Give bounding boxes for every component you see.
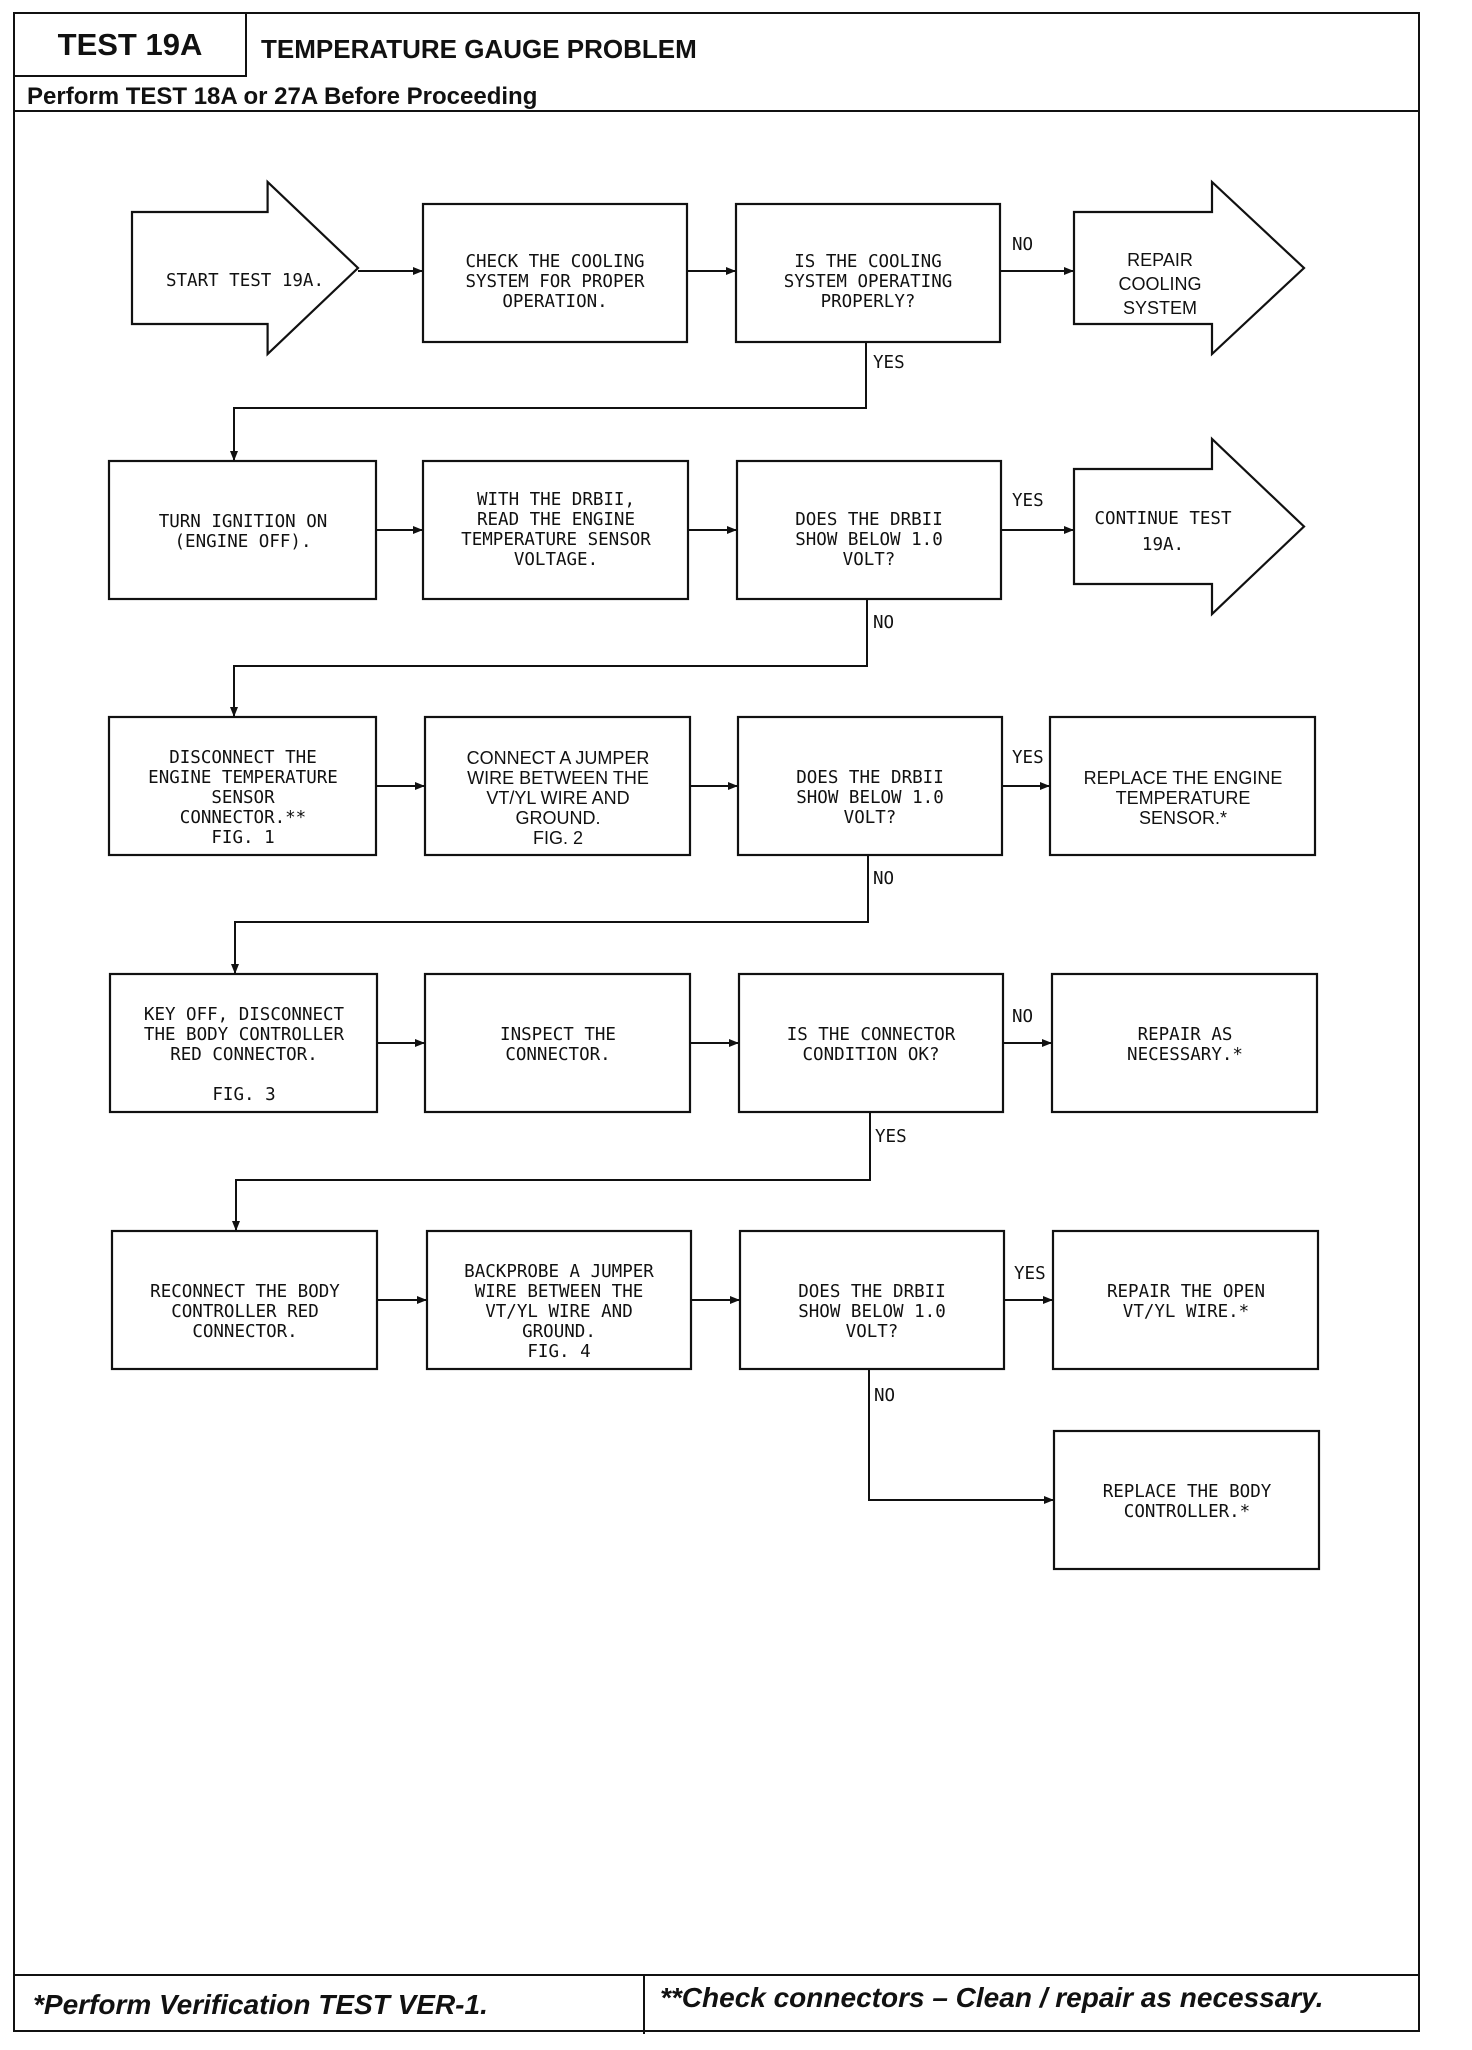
- node-text-inspect_connector: CONNECTOR.: [505, 1045, 610, 1065]
- node-text-replace_controller: CONTROLLER.*: [1124, 1502, 1250, 1522]
- node-text-repair_open: VT/YL WIRE.*: [1123, 1302, 1249, 1322]
- node-text-disconnect_sensor: DISCONNECT THE: [169, 748, 317, 768]
- node-text-q_cooling: PROPERLY?: [821, 292, 916, 312]
- node-text-jumper_ground: FIG. 2: [533, 828, 583, 848]
- branch-label-yes: YES: [1012, 748, 1044, 768]
- node-box-q_cooling: [734, 202, 1002, 344]
- node-text-q_below_2: VOLT?: [844, 808, 897, 828]
- branch-label-no: NO: [873, 613, 894, 633]
- footer-connector-note: **Check connectors – Clean / repair as n…: [660, 1982, 1324, 2013]
- node-text-disconnect_sensor: ENGINE TEMPERATURE: [148, 768, 338, 788]
- node-text-q_cooling: SYSTEM OPERATING: [784, 272, 953, 292]
- node-text-read_voltage: TEMPERATURE SENSOR: [461, 530, 651, 550]
- node-text-jumper_ground: CONNECT A JUMPER: [467, 748, 650, 768]
- node-text-key_off: THE BODY CONTROLLER: [144, 1025, 345, 1045]
- node-text-jumper_ground: VT/YL WIRE AND: [486, 788, 629, 808]
- connector-19: [868, 1369, 1054, 1504]
- node-text-read_voltage: WITH THE DRBII,: [477, 490, 635, 510]
- node-text-q_below_2: SHOW BELOW 1.0: [796, 788, 944, 808]
- node-text-backprobe: WIRE BETWEEN THE: [475, 1282, 644, 1302]
- node-text-backprobe: FIG. 4: [527, 1342, 590, 1362]
- node-text-repair_cooling: SYSTEM: [1123, 298, 1197, 318]
- node-text-disconnect_sensor: CONNECTOR.**: [180, 808, 306, 828]
- node-arrow-start: [130, 179, 360, 357]
- node-text-replace_sensor: TEMPERATURE: [1116, 788, 1251, 808]
- footer-column-divider: [643, 1974, 645, 2034]
- branch-label-yes: YES: [1012, 491, 1044, 511]
- branch-label-yes: YES: [873, 353, 905, 373]
- node-text-inspect_connector: INSPECT THE: [500, 1025, 616, 1045]
- branch-label-no: NO: [873, 869, 894, 889]
- node-text-q_cooling: IS THE COOLING: [794, 252, 942, 272]
- node-text-q_below_1: VOLT?: [843, 550, 896, 570]
- footer-divider: [15, 1974, 1418, 1976]
- node-text-start: START TEST 19A.: [166, 271, 324, 291]
- connector-11: [231, 855, 869, 974]
- node-text-reconnect: CONTROLLER RED: [171, 1302, 319, 1322]
- node-text-jumper_ground: GROUND.: [516, 808, 601, 828]
- node-text-check_cooling: OPERATION.: [502, 292, 607, 312]
- node-arrow-repair_cooling: [1072, 179, 1306, 357]
- test-id-cell: TEST 19A: [15, 14, 247, 77]
- node-text-replace_sensor: SENSOR.*: [1139, 808, 1227, 828]
- branch-label-yes: YES: [1014, 1264, 1046, 1284]
- node-text-repair_as_needed: NECESSARY.*: [1127, 1045, 1243, 1065]
- node-arrow-continue_test: [1072, 436, 1306, 617]
- page-frame: TEST 19A TEMPERATURE GAUGE PROBLEM Perfo…: [13, 12, 1420, 2034]
- node-text-read_voltage: VOLTAGE.: [514, 550, 598, 570]
- node-text-repair_cooling: REPAIR: [1127, 250, 1193, 270]
- node-text-jumper_ground: WIRE BETWEEN THE: [467, 768, 649, 788]
- node-text-check_cooling: SYSTEM FOR PROPER: [465, 272, 645, 292]
- node-text-q_below_3: SHOW BELOW 1.0: [798, 1302, 946, 1322]
- node-text-q_below_3: DOES THE DRBII: [798, 1282, 946, 1302]
- branch-label-no: NO: [1012, 235, 1033, 255]
- node-text-replace_sensor: REPLACE THE ENGINE: [1084, 768, 1283, 788]
- prerequisite-note: Perform TEST 18A or 27A Before Proceedin…: [27, 83, 538, 110]
- node-text-disconnect_sensor: SENSOR: [211, 788, 275, 808]
- node-text-repair_cooling: COOLING: [1118, 274, 1201, 294]
- header-divider: [15, 110, 1418, 112]
- page-title: TEMPERATURE GAUGE PROBLEM: [261, 34, 697, 64]
- node-text-q_below_1: DOES THE DRBII: [795, 510, 943, 530]
- node-text-repair_as_needed: REPAIR AS: [1138, 1025, 1233, 1045]
- flowchart-connectors: [230, 267, 1074, 1504]
- node-text-backprobe: GROUND.: [522, 1322, 596, 1342]
- node-text-backprobe: BACKPROBE A JUMPER: [464, 1262, 654, 1282]
- node-box-check_cooling: [421, 202, 689, 344]
- footer-verification-note: *Perform Verification TEST VER-1.: [33, 1989, 488, 2020]
- node-text-q_below_1: SHOW BELOW 1.0: [795, 530, 943, 550]
- node-text-ignition_on: (ENGINE OFF).: [175, 532, 312, 552]
- branch-label-no: NO: [1012, 1007, 1033, 1027]
- node-text-q_below_2: DOES THE DRBII: [796, 768, 944, 788]
- node-text-continue_test: CONTINUE TEST: [1095, 509, 1232, 529]
- node-text-q_connector: CONDITION OK?: [803, 1045, 940, 1065]
- node-text-continue_test: 19A.: [1142, 535, 1184, 555]
- node-text-replace_controller: REPLACE THE BODY: [1103, 1482, 1272, 1502]
- node-text-repair_open: REPAIR THE OPEN: [1107, 1282, 1265, 1302]
- connector-7: [230, 599, 868, 717]
- node-text-disconnect_sensor: FIG. 1: [211, 828, 274, 848]
- node-text-backprobe: VT/YL WIRE AND: [485, 1302, 633, 1322]
- node-text-q_connector: IS THE CONNECTOR: [787, 1025, 956, 1045]
- branch-label-no: NO: [874, 1386, 895, 1406]
- node-text-key_off: RED CONNECTOR.: [170, 1045, 318, 1065]
- node-text-read_voltage: READ THE ENGINE: [477, 510, 635, 530]
- node-text-ignition_on: TURN IGNITION ON: [159, 512, 328, 532]
- node-text-reconnect: RECONNECT THE BODY: [150, 1282, 340, 1302]
- node-text-key_off: FIG. 3: [212, 1085, 275, 1105]
- node-text-q_below_3: VOLT?: [846, 1322, 899, 1342]
- connector-3: [230, 342, 867, 461]
- node-text-reconnect: CONNECTOR.: [192, 1322, 297, 1342]
- connector-15: [232, 1112, 871, 1231]
- node-text-check_cooling: CHECK THE COOLING: [465, 252, 644, 272]
- branch-label-yes: YES: [875, 1127, 907, 1147]
- flowchart-shapes: [107, 179, 1321, 1571]
- node-text-key_off: KEY OFF, DISCONNECT: [144, 1005, 345, 1025]
